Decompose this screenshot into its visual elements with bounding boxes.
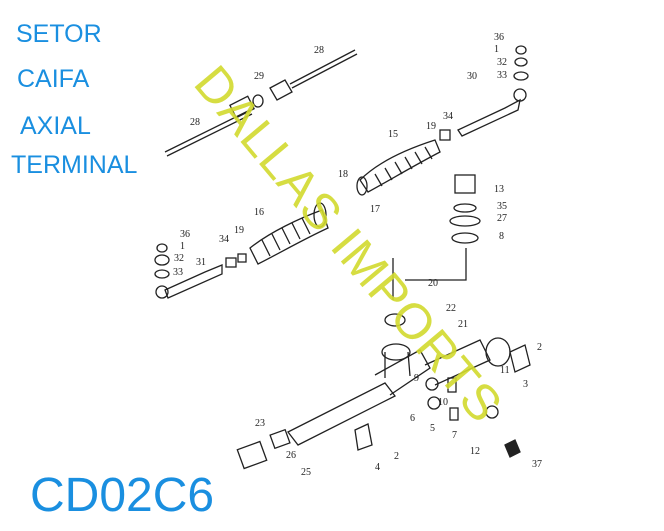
part-number: 17	[370, 204, 380, 215]
part-number: 3	[523, 379, 528, 390]
part-number: 29	[254, 71, 264, 82]
part-number: 34	[219, 234, 229, 245]
part-number: 33	[173, 267, 183, 278]
part-number: 28	[190, 117, 200, 128]
part-number: 1	[180, 241, 185, 252]
part-number: 9	[414, 373, 419, 384]
part-number: 32	[497, 57, 507, 68]
part-number: 1	[494, 44, 499, 55]
part-number: 5	[430, 423, 435, 434]
part-number: 12	[470, 446, 480, 457]
part-number: 32	[174, 253, 184, 264]
part-number: 26	[286, 450, 296, 461]
part-number: 8	[499, 231, 504, 242]
part-number: 7	[452, 430, 457, 441]
label-axial: AXIAL	[20, 112, 91, 140]
part-number: 4	[375, 462, 380, 473]
label-setor: SETOR	[16, 20, 102, 48]
small-parts	[354, 344, 531, 458]
part-number: 21	[458, 319, 468, 330]
part-number: 34	[443, 111, 453, 122]
label-terminal: TERMINAL	[11, 151, 138, 179]
pinion-parts	[384, 174, 481, 327]
part-number: 27	[497, 213, 507, 224]
part-number: 22	[446, 303, 456, 314]
part-number: 13	[494, 184, 504, 195]
boot-lower	[249, 202, 329, 265]
product-code: CD02C6	[30, 469, 215, 522]
part-number: 23	[255, 418, 265, 429]
label-caifa: CAIFA	[17, 65, 90, 93]
part-number: 33	[497, 70, 507, 81]
part-number: 37	[532, 459, 542, 470]
part-number: 36	[180, 229, 190, 240]
part-number: 35	[497, 201, 507, 212]
part-number: 28	[314, 45, 324, 56]
part-number: 18	[338, 169, 348, 180]
part-number: 30	[467, 71, 477, 82]
part-number: 15	[388, 129, 398, 140]
rack-housing	[236, 337, 511, 470]
tie-rod-end-upper	[439, 45, 529, 141]
part-number: 6	[410, 413, 415, 424]
part-number: 2	[394, 451, 399, 462]
part-number: 2	[537, 342, 542, 353]
part-number: 11	[500, 365, 510, 376]
part-number: 20	[428, 278, 438, 289]
tie-rod-end-lower	[154, 243, 247, 299]
part-number: 25	[301, 467, 311, 478]
part-number: 10	[438, 397, 448, 408]
part-number: 19	[426, 121, 436, 132]
part-number: 19	[234, 225, 244, 236]
part-number: 31	[196, 257, 206, 268]
inner-tie-rod-upper	[164, 49, 358, 157]
part-number: 16	[254, 207, 264, 218]
part-number: 36	[494, 32, 504, 43]
boot-upper	[356, 139, 441, 196]
